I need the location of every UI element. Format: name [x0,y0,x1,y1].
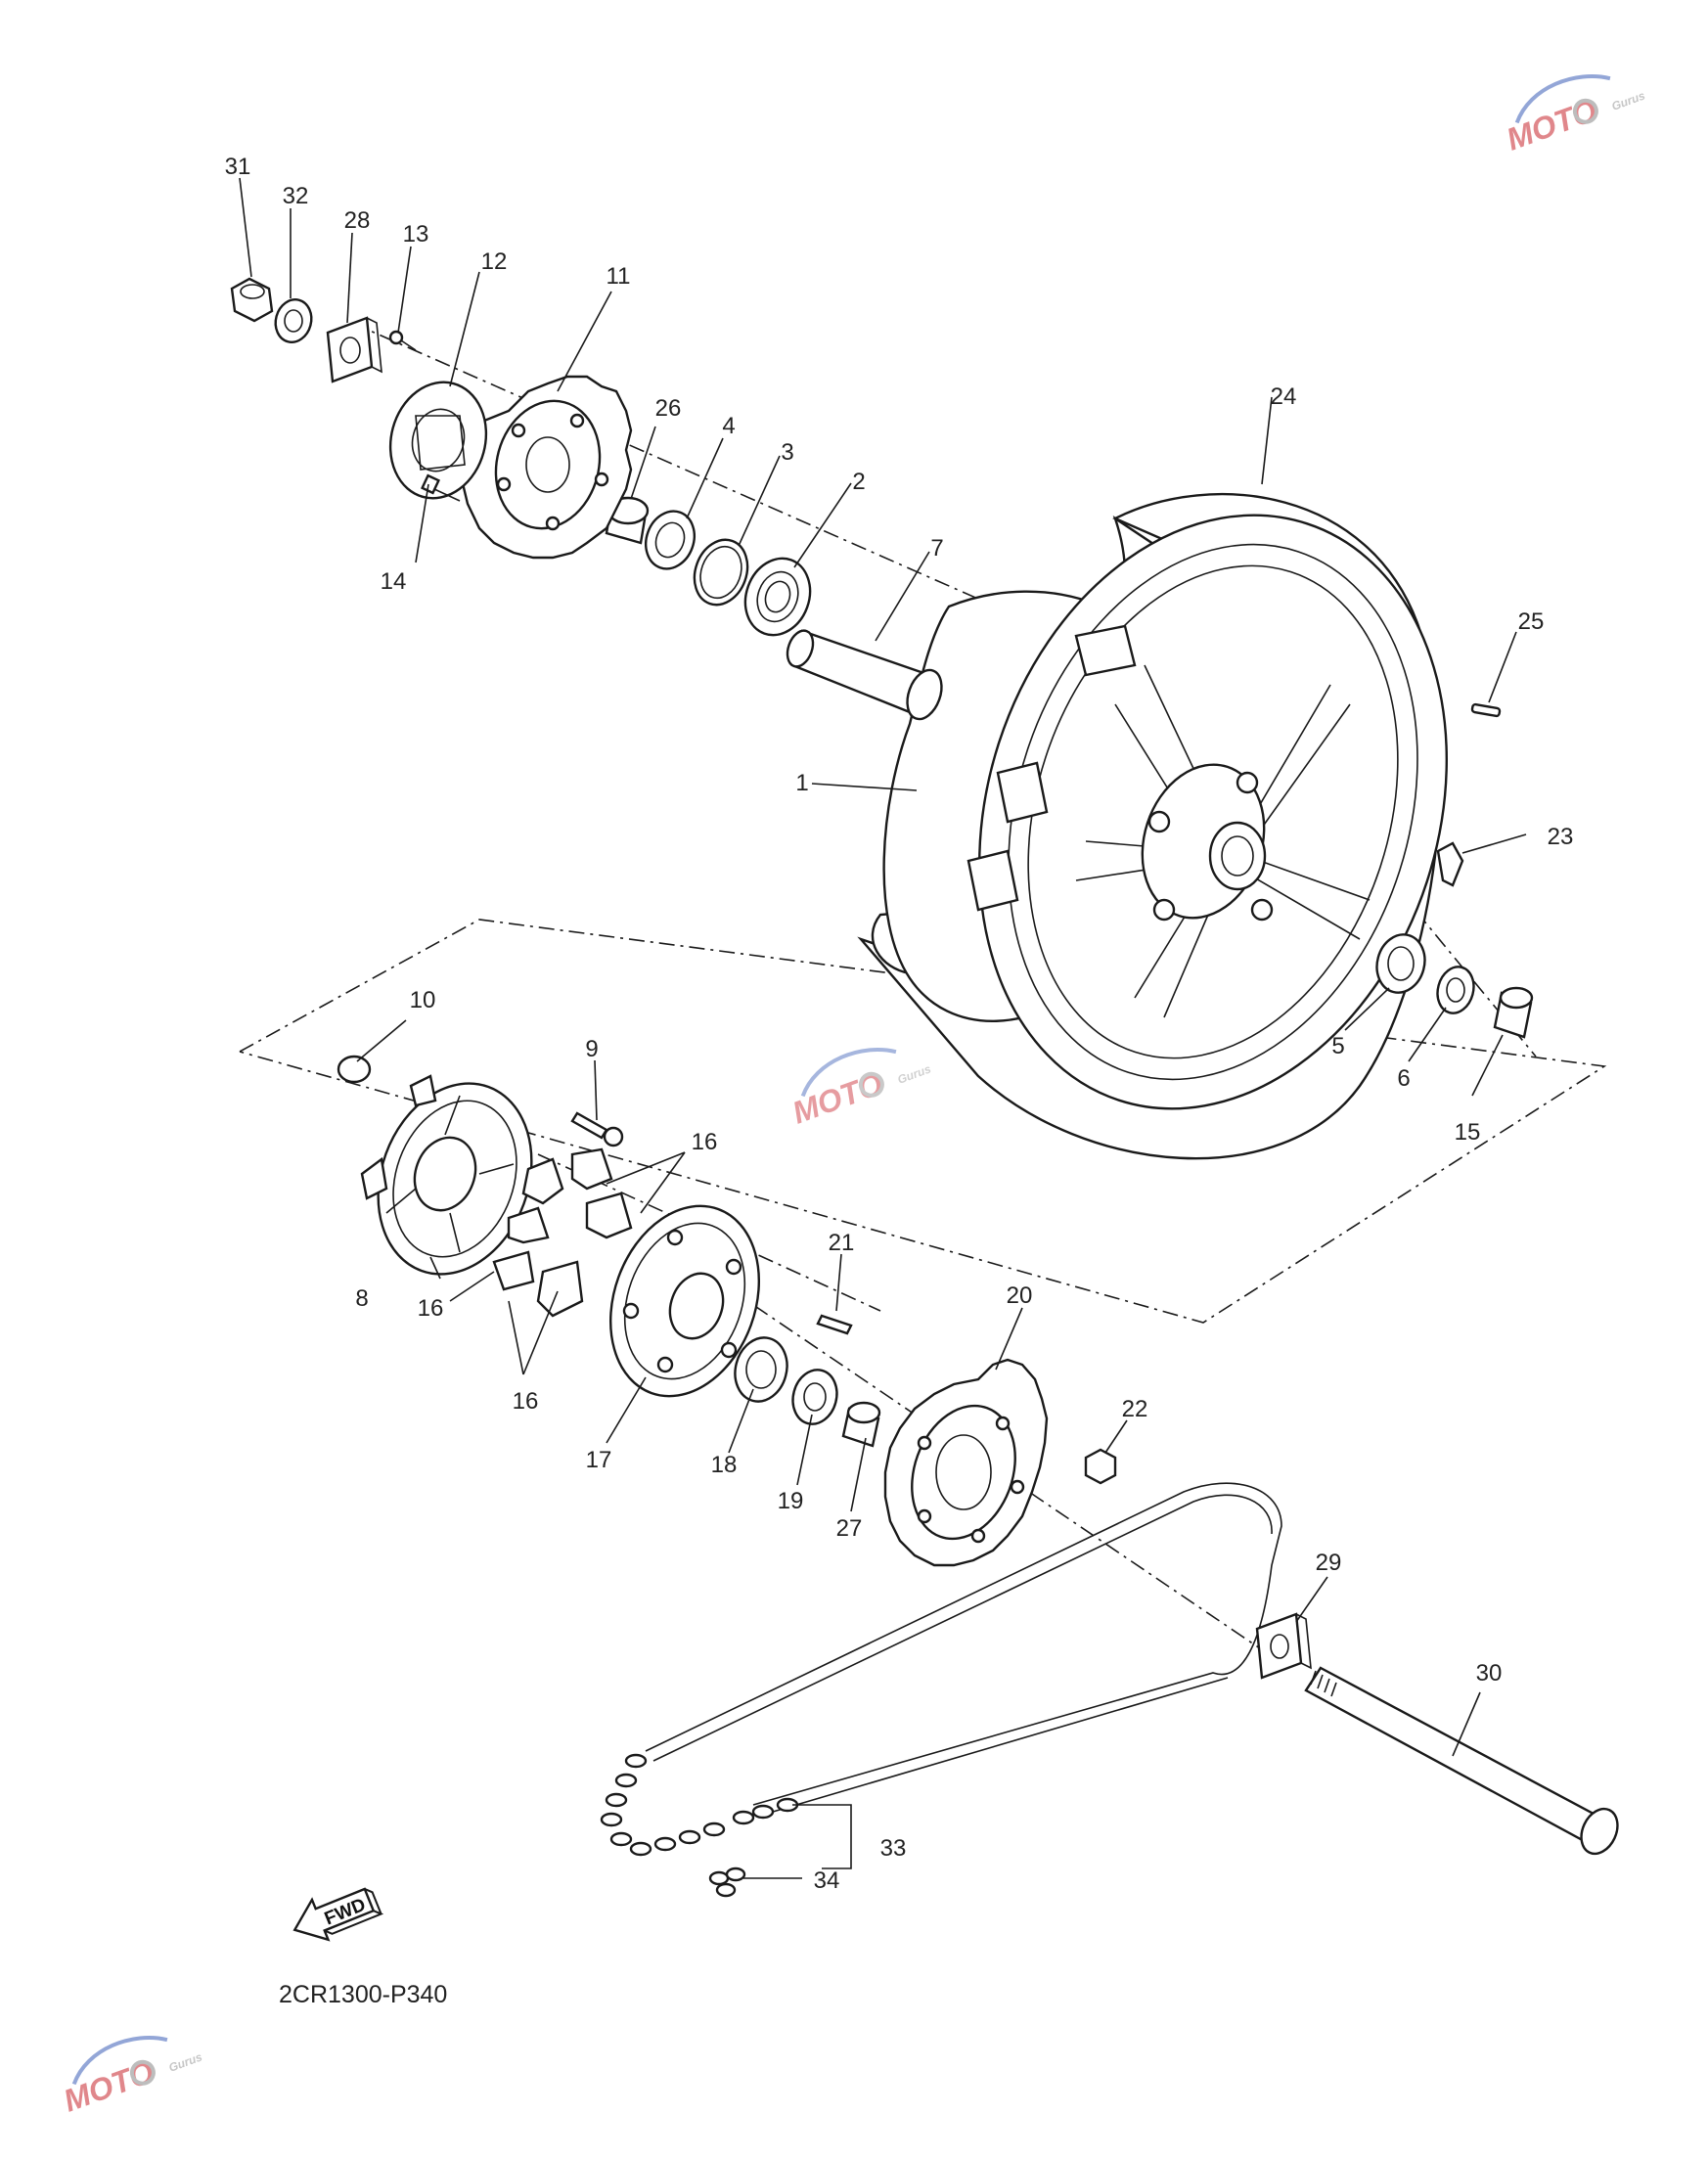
bearing-2 [743,557,812,637]
callout-16b: 16 [418,1295,444,1322]
callout-8: 8 [355,1285,368,1312]
callout-24: 24 [1271,383,1297,410]
oil-seal-4 [645,510,696,570]
callout-2: 2 [852,469,865,495]
balance-weight-25 [1470,702,1502,718]
chain-links [600,1753,799,1857]
collar-15 [1493,986,1534,1039]
damper-16 [492,1147,633,1318]
callout-23: 23 [1548,824,1574,850]
chain-joint [708,1867,746,1898]
callout-17: 17 [586,1447,612,1473]
callout-7: 7 [930,535,943,562]
screw-13 [388,330,417,351]
callout-3: 3 [781,439,793,466]
forward-arrow-icon: FWD [292,1887,384,1942]
collar-27 [841,1401,881,1448]
callout-15: 15 [1455,1119,1481,1146]
adjusting-plate-29 [1255,1612,1312,1680]
valve-23 [1436,841,1464,887]
leader-lines [239,177,1527,1879]
callout-26: 26 [655,395,682,422]
brake-disc [458,375,633,560]
drive-chain [600,1482,1282,1857]
callout-33: 33 [880,1835,907,1862]
callout-11: 11 [607,263,631,290]
callout-29: 29 [1316,1550,1342,1576]
callout-28: 28 [344,207,371,234]
adjusting-plate-28 [326,316,382,383]
bearing-5 [1375,933,1426,994]
callout-14: 14 [381,568,407,595]
callout-12: 12 [481,248,508,275]
svg-text:Gurus: Gurus [896,1061,933,1086]
washer-32 [274,298,313,343]
wheel-rim [882,514,1448,1110]
wheel-axle [1304,1666,1619,1856]
callout-5: 5 [1331,1033,1344,1059]
callout-21: 21 [829,1230,855,1256]
gear-icon [858,1071,884,1098]
oil-seal-19 [791,1369,838,1425]
svg-text:Gurus: Gurus [167,2049,204,2074]
axle-spacer [786,629,943,721]
callout-34: 34 [814,1867,840,1894]
sensor-rotor [388,381,488,500]
bearing-18 [734,1336,788,1403]
stud-bolt-21 [816,1314,853,1335]
callout-32: 32 [283,183,309,209]
oil-seal-6 [1436,966,1475,1014]
clutch-hub [360,1074,533,1276]
svg-text:Gurus: Gurus [1610,88,1647,112]
driven-sprocket [883,1358,1049,1567]
callout-6: 6 [1397,1065,1410,1092]
callout-31: 31 [225,154,251,180]
callout-16a: 16 [692,1129,718,1155]
callout-9: 9 [585,1036,598,1062]
callout-20: 20 [1007,1282,1033,1309]
watermark-logo-top: MOTO Gurus [1502,74,1647,157]
sprocket-hub [608,1204,761,1398]
callout-25: 25 [1518,608,1545,635]
gear-icon [129,2059,156,2086]
callout-18: 18 [711,1452,738,1478]
callout-labels: 1 2 3 4 5 6 7 8 9 10 11 12 13 14 15 16 1… [225,154,1574,1894]
callout-19: 19 [778,1488,804,1514]
watermark-logo-middle: MOTO Gurus [787,1048,933,1131]
callout-13: 13 [403,221,429,247]
callout-30: 30 [1476,1660,1503,1687]
nut-22 [1084,1448,1117,1485]
collar-26 [605,496,650,545]
callout-10: 10 [410,987,436,1013]
callout-27: 27 [836,1515,863,1542]
diagram-code: 2CR1300-P340 [279,1981,447,2008]
bolt-9 [570,1111,624,1147]
callout-4: 4 [722,413,735,439]
gear-icon [1572,98,1598,124]
watermark-logo-bottom: MOTO Gurus [59,2036,204,2119]
circlip-10 [337,1055,372,1084]
callout-22: 22 [1122,1396,1148,1422]
hub-group-frame [239,919,1607,1324]
callout-1: 1 [795,770,808,796]
callout-16c: 16 [513,1388,539,1415]
nut-31 [230,277,274,323]
